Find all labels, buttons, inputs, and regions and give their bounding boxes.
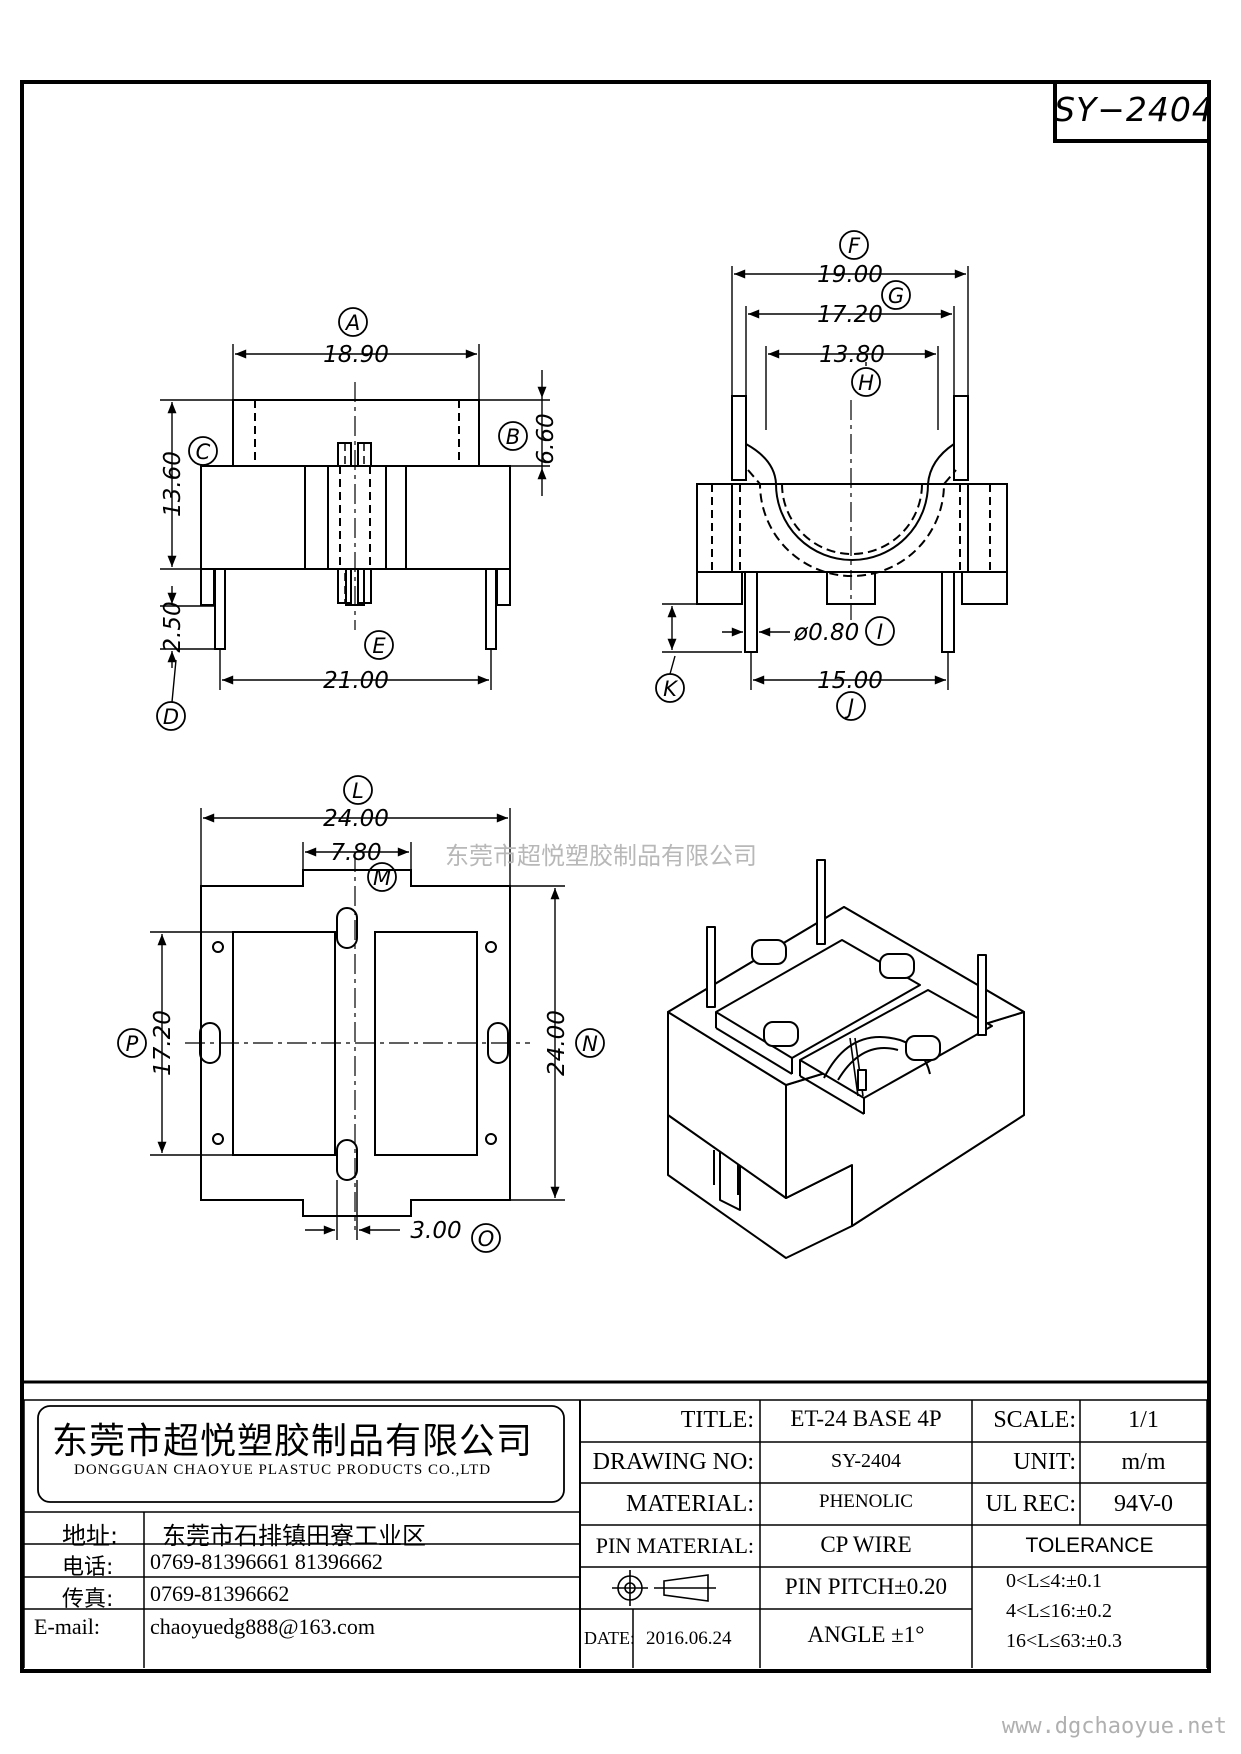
company-name-cn: 东莞市超悦塑胶制品有限公司 [52,1421,534,1462]
scale-label: SCALE: [993,1407,1076,1433]
fax-label: 传真: [62,1587,114,1612]
dim-e: 21.00 [323,668,389,694]
isometric-view [667,859,1025,1259]
scale: 1/1 [1128,1407,1159,1433]
title-block-grid [20,1380,1211,1668]
drawing-no-label: DRAWING NO: [592,1449,754,1475]
callout-p: P [126,1032,139,1056]
callout-g: G [888,284,904,308]
callout-h: H [858,371,874,395]
watermark: 东莞市超悦塑胶制品有限公司 [445,842,757,870]
callout-a: A [344,311,360,335]
dim-n: 24.00 [544,1010,570,1076]
address-label: 地址: [62,1522,119,1550]
dim-c: 13.60 [160,451,186,517]
dim-g: 17.20 [817,302,883,328]
callout-o: O [478,1227,495,1251]
bottom-view [185,852,530,1230]
callout-j: J [844,695,854,719]
dim-p: 17.20 [150,1010,176,1076]
ul-label: UL REC: [985,1491,1076,1517]
pin-pitch: PIN PITCH±0.20 [784,1574,948,1599]
tolerance-label: TOLERANCE [1025,1534,1154,1557]
angle: ANGLE ±1° [807,1622,925,1647]
dim-f: 19.00 [817,262,883,288]
date: 2016.06.24 [646,1628,732,1649]
tolerance-row-2: 4<L≤16:±0.2 [1006,1600,1113,1622]
callout-f: F [848,234,861,258]
dim-h: 13.80 [819,342,885,368]
fax: 0769-81396662 [150,1581,290,1606]
date-label: DATE: [584,1628,635,1648]
title-label: TITLE: [680,1407,754,1433]
projection-symbol [612,1570,716,1606]
drawing-frame [20,80,1211,1673]
callout-d: D [163,705,179,729]
callout-i: I [877,620,883,644]
email: chaoyuedg888@163.com [150,1614,375,1639]
side-view [696,395,1008,653]
callout-letters: A C B D E F G H I K J L M N P O [126,234,904,1251]
callout-m: M [373,866,391,890]
front-dimensions [160,344,550,690]
unit-label: UNIT: [1013,1449,1076,1475]
dim-j: 15.00 [817,668,883,694]
title-value: ET-24 BASE 4P [790,1406,942,1431]
dimension-texts: 18.90 6.60 13.60 2.50 21.00 19.00 17.20 … [150,262,885,1244]
dim-o: 3.00 [410,1218,461,1244]
dim-a: 18.90 [323,342,389,368]
website: www.dgchaoyue.net [1001,1714,1227,1739]
dim-m: 7.80 [330,840,381,866]
unit: m/m [1121,1449,1166,1475]
tolerance-row-3: 16<L≤63:±0.3 [1006,1630,1123,1652]
phone-label: 电话: [62,1555,114,1580]
ul-value: 94V-0 [1113,1491,1174,1517]
front-view [200,382,511,650]
callout-b: B [506,425,520,449]
bottom-dimensions [150,808,565,1240]
dim-i: ø0.80 [793,620,859,646]
callout-e: E [372,634,386,658]
company-name-en: DONGGUAN CHAOYUE PLASTUC PRODUCTS CO.,LT… [74,1462,492,1478]
callout-l: L [352,779,364,803]
phone: 0769-81396661 81396662 [150,1549,383,1574]
tolerance-row-1: 0<L≤4:±0.1 [1006,1570,1103,1592]
drawing-no: SY-2404 [830,1450,901,1472]
dim-b: 6.60 [533,413,559,464]
material: PHENOLIC [819,1491,913,1512]
side-dimensions [662,266,969,690]
email-label: E-mail: [34,1614,100,1639]
pin-material-label: PIN MATERIAL: [595,1533,754,1558]
drawing-code: SY−2404 [1053,80,1213,143]
callout-c: C [196,440,211,464]
material-label: MATERIAL: [626,1491,754,1517]
callout-k: K [663,677,679,701]
address: 东莞市石排镇田寮工业区 [162,1522,426,1550]
dim-l: 24.00 [323,806,389,832]
pin-material: CP WIRE [820,1532,912,1557]
callout-n: N [582,1032,598,1056]
dim-d: 2.50 [160,601,186,652]
